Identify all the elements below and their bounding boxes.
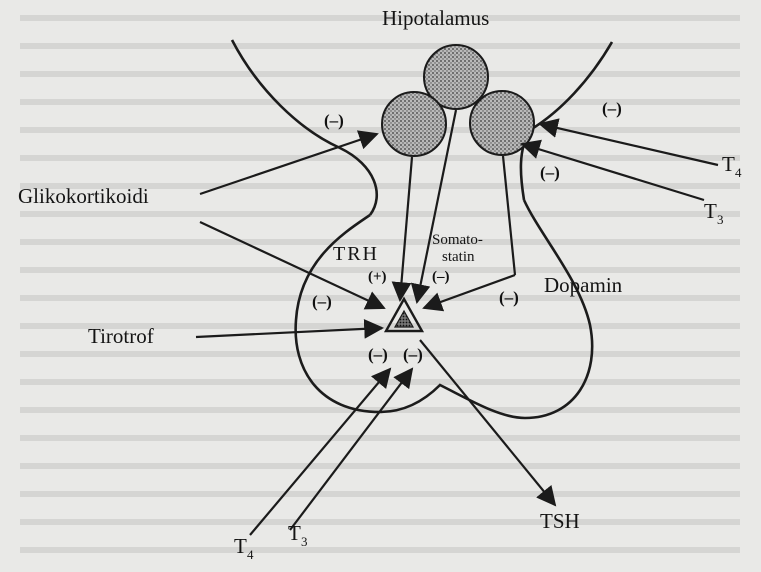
neg-sign-t3-pituitary: (–) (403, 345, 423, 364)
tsh-label: TSH (540, 509, 580, 533)
t4-right-letter: T (722, 152, 735, 176)
neg-sign-t3: (–) (540, 163, 560, 182)
neg-sign-t4: (–) (602, 99, 622, 118)
t4-bottom-letter: T (234, 534, 247, 558)
neg-sign-dopamine: (–) (499, 288, 519, 307)
glucocorticoids-label: Glikokortikoidi (18, 184, 149, 208)
hypothalamic-neuron-left (382, 92, 446, 156)
neg-sign-glucocorticoid-hypothalamus: (–) (324, 111, 344, 130)
trh-label: TRH (333, 243, 379, 265)
thyrotroph-label: Tirotrof (88, 324, 154, 348)
pos-sign-trh: (+) (368, 269, 387, 285)
t3-bottom-letter: T (288, 521, 301, 545)
t3-right-subscript: 3 (717, 212, 724, 227)
hypothalamus-label: Hipotalamus (382, 6, 489, 30)
t3-bottom-subscript: 3 (301, 534, 308, 549)
neg-sign-glucocorticoid-pituitary: (–) (312, 292, 332, 311)
t4-right-subscript: 4 (735, 165, 742, 180)
neg-sign-t4-pituitary: (–) (368, 345, 388, 364)
dopamine-label: Dopamin (544, 273, 623, 297)
t3-right-letter: T (704, 199, 717, 223)
t4-bottom-subscript: 4 (247, 547, 254, 562)
somatostatin-label-line1: Somato- (432, 232, 483, 248)
somatostatin-label-line2: statin (442, 249, 475, 265)
neg-sign-somatostatin: (–) (432, 269, 450, 285)
